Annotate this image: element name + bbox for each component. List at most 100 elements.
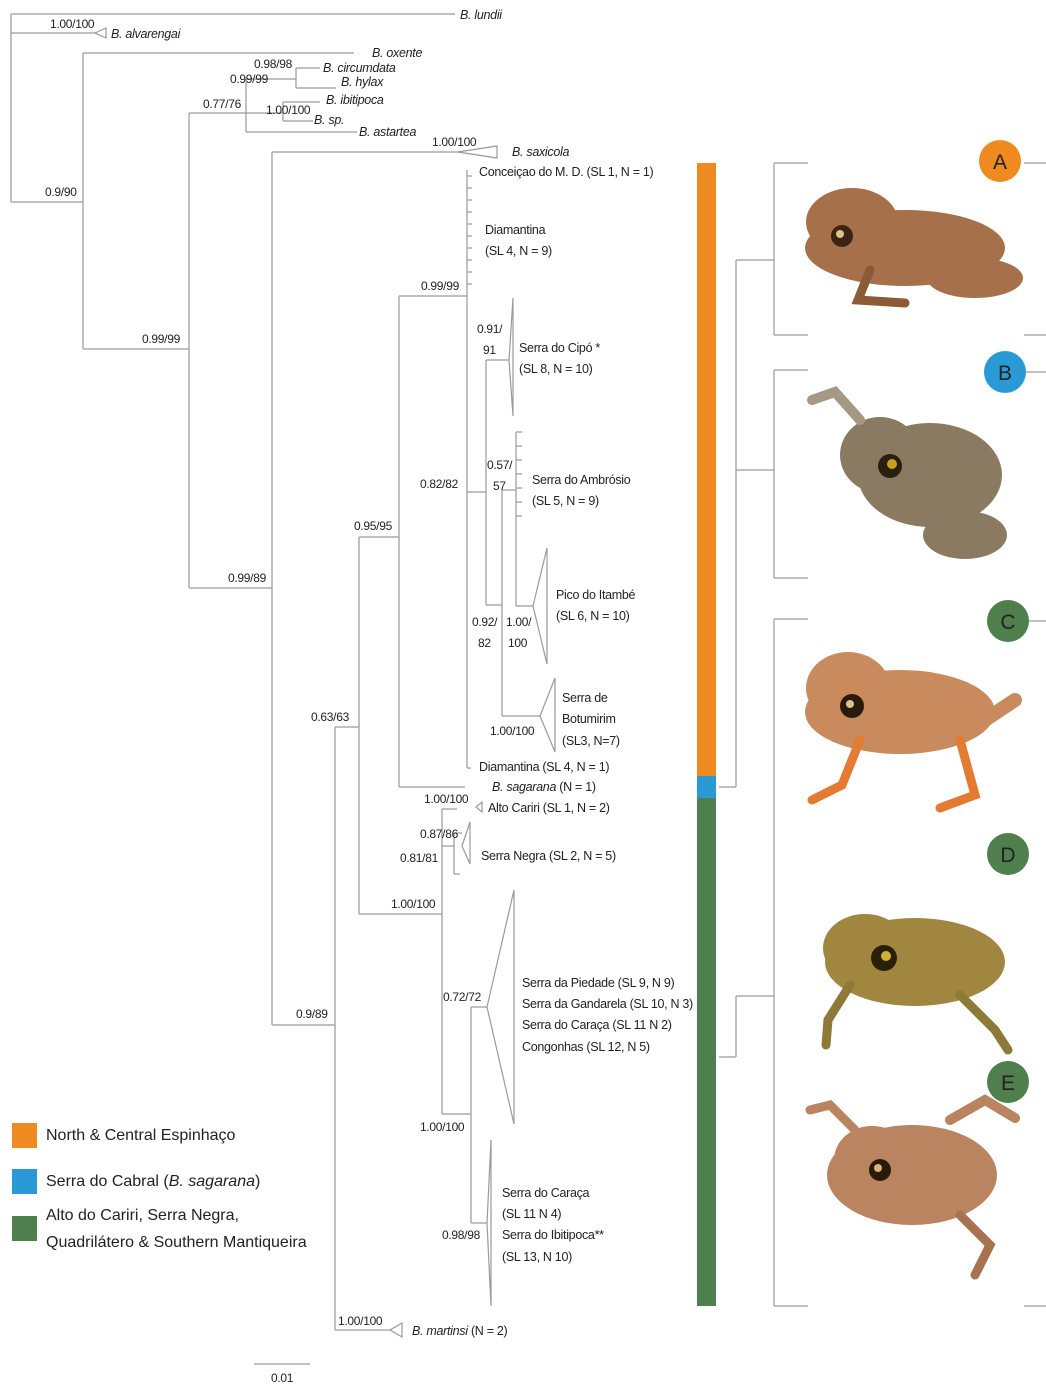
lineage-bar-southern [697, 798, 716, 1306]
tip-saxicola: B. saxicola [512, 145, 569, 159]
photo-panel-a: A [805, 140, 1023, 303]
tip-itambe-sl: (SL 6, N = 10) [556, 609, 630, 623]
tip-ibitipoca: B. ibitipoca [326, 93, 384, 107]
tip-congonhas: Congonhas (SL 12, N 5) [522, 1040, 650, 1054]
panel-letter-b: B [998, 362, 1012, 385]
tip-sagarana: B. sagarana [492, 780, 556, 794]
tip-piedade: Serra da Piedade (SL 9, N 9) [522, 976, 674, 990]
support-main-clade: 0.9/89 [296, 1007, 328, 1021]
frog-photo-b [812, 392, 1007, 559]
support-saxicola: 1.00/100 [432, 135, 477, 149]
support-ibitipoca-group: 0.77/76 [203, 97, 242, 111]
tip-diamantina-sl: (SL 4, N = 9) [485, 244, 552, 258]
frog-photo-d [823, 914, 1008, 1050]
legend-swatch-blue [12, 1169, 37, 1194]
support-alto-cariri: 1.00/100 [424, 792, 469, 806]
support-quadrilatero: 0.72/72 [443, 990, 482, 1004]
legend-label-cabral-post: ) [255, 1173, 260, 1190]
tip-alvarengai: B. alvarengai [111, 27, 182, 41]
support-martinsi: 1.00/100 [338, 1314, 383, 1328]
tip-astartea: B. astartea [359, 125, 416, 139]
support-caraca-ibitipoca: 0.98/98 [442, 1228, 481, 1242]
panel-letter-d: D [1000, 844, 1015, 867]
tip-sp: B. sp. [314, 113, 344, 127]
photo-panel-e: E [810, 1061, 1029, 1275]
lineage-bar-serra-do-cabral [697, 776, 716, 798]
frog-photo-e [810, 1100, 1015, 1275]
panel-letter-c: C [1000, 611, 1015, 634]
legend-swatch-green [12, 1216, 37, 1241]
photo-panel-d: D [823, 833, 1029, 1050]
support-botumirim: 1.00/100 [490, 724, 535, 738]
support-southern-clade: 1.00/100 [391, 897, 436, 911]
support-cipo-2: 91 [483, 343, 496, 357]
tip-martinsi-n: (N = 2) [471, 1324, 508, 1338]
support-inner-clade: 0.99/99 [142, 332, 181, 346]
support-botu-group-2: 82 [478, 636, 491, 650]
support-botu-group-1: 0.92/ [472, 615, 498, 629]
legend-swatch-orange [12, 1123, 37, 1148]
support-north-central: 0.95/95 [354, 519, 393, 533]
support-root-left: 0.9/90 [45, 185, 77, 199]
scale-bar: 0.01 [254, 1364, 310, 1385]
frog-photo-c [805, 652, 1015, 808]
tip-botumirim-2: Botumirim [562, 712, 616, 726]
support-sagarana-node: 0.63/63 [311, 710, 350, 724]
tip-cipo-sl: (SL 8, N = 10) [519, 362, 593, 376]
frog-photo-a [805, 188, 1023, 303]
tip-conceicao: Conceiçao do M. D. (SL 1, N = 1) [479, 165, 654, 179]
support-itambe-1: 1.00/ [506, 615, 532, 629]
tip-botumirim-1: Serra de [562, 691, 608, 705]
support-ibitipoca-sp: 1.00/100 [266, 103, 311, 117]
support-diamantina: 0.99/99 [421, 279, 460, 293]
tip-itambe-name: Pico do Itambé [556, 588, 636, 602]
support-serra-negra-outer: 0.81/81 [400, 851, 439, 865]
legend-label-southern-2: Quadrilátero & Southern Mantiqueira [46, 1229, 307, 1256]
tip-alto-cariri: Alto Cariri (SL 1, N = 2) [488, 801, 610, 815]
tip-ambrosio-sl: (SL 5, N = 9) [532, 494, 599, 508]
legend-label-cabral-species: B. sagarana [169, 1173, 255, 1190]
tip-ibitipoca-loc: Serra do Ibitipoca** [502, 1228, 604, 1242]
tip-ambrosio-name: Serra do Ambrósio [532, 473, 631, 487]
lineage-bar-north-central [697, 163, 716, 776]
tip-gandarela: Serra da Gandarela (SL 10, N 3) [522, 997, 693, 1011]
tip-caraca-a: Serra do Caraça (SL 11 N 2) [522, 1018, 672, 1032]
tip-diamantina-name: Diamantina [485, 223, 546, 237]
legend-label-cabral-pre: Serra do Cabral ( [46, 1173, 169, 1190]
tip-sagarana-line: B. sagarana (N = 1) [492, 780, 596, 794]
support-alvarengai: 1.00/100 [50, 17, 95, 31]
panel-letter-e: E [1001, 1072, 1015, 1095]
support-central-group: 0.82/82 [420, 477, 459, 491]
tip-circumdata: B. circumdata [323, 61, 396, 75]
tip-caraca-b2: (SL 11 N 4) [502, 1207, 561, 1221]
photo-panel-c: C [805, 600, 1029, 808]
legend-label-southern-1: Alto do Cariri, Serra Negra, [46, 1202, 239, 1229]
tip-sagarana-n: (N = 1) [559, 780, 596, 794]
tip-lundii: B. lundii [460, 8, 503, 22]
photo-panel-b: B [812, 351, 1026, 559]
tip-ibitipoca-sl: (SL 13, N 10) [502, 1250, 572, 1264]
tip-caraca-b1: Serra do Caraça [502, 1186, 590, 1200]
scale-bar-label: 0.01 [271, 1371, 294, 1385]
tip-martinsi-line: B. martinsi (N = 2) [412, 1324, 508, 1338]
support-circumdata-clade: 0.99/99 [230, 72, 269, 86]
support-espinhaco: 0.99/89 [228, 571, 267, 585]
support-circumdata-oxente: 0.98/98 [254, 57, 293, 71]
legend-label-north-central: North & Central Espinhaço [46, 1122, 235, 1149]
support-serra-negra-inner: 0.87/86 [420, 827, 459, 841]
support-itambe-2: 100 [508, 636, 528, 650]
tip-oxente: B. oxente [372, 46, 422, 60]
tip-serra-negra: Serra Negra (SL 2, N = 5) [481, 849, 616, 863]
support-ambrosio-2: 57 [493, 479, 506, 493]
tip-hylax: B. hylax [341, 75, 384, 89]
panel-letter-a: A [993, 151, 1007, 174]
support-southern-group: 1.00/100 [420, 1120, 465, 1134]
legend-label-serra-do-cabral: Serra do Cabral (B. sagarana) [46, 1168, 260, 1195]
support-cipo-1: 0.91/ [477, 322, 503, 336]
tip-diamantina-single: Diamantina (SL 4, N = 1) [479, 760, 609, 774]
tip-botumirim-3: (SL3, N=7) [562, 734, 620, 748]
lineage-bar [697, 163, 716, 1306]
tip-cipo-name: Serra do Cipó * [519, 341, 600, 355]
tip-martinsi: B. martinsi [412, 1324, 469, 1338]
